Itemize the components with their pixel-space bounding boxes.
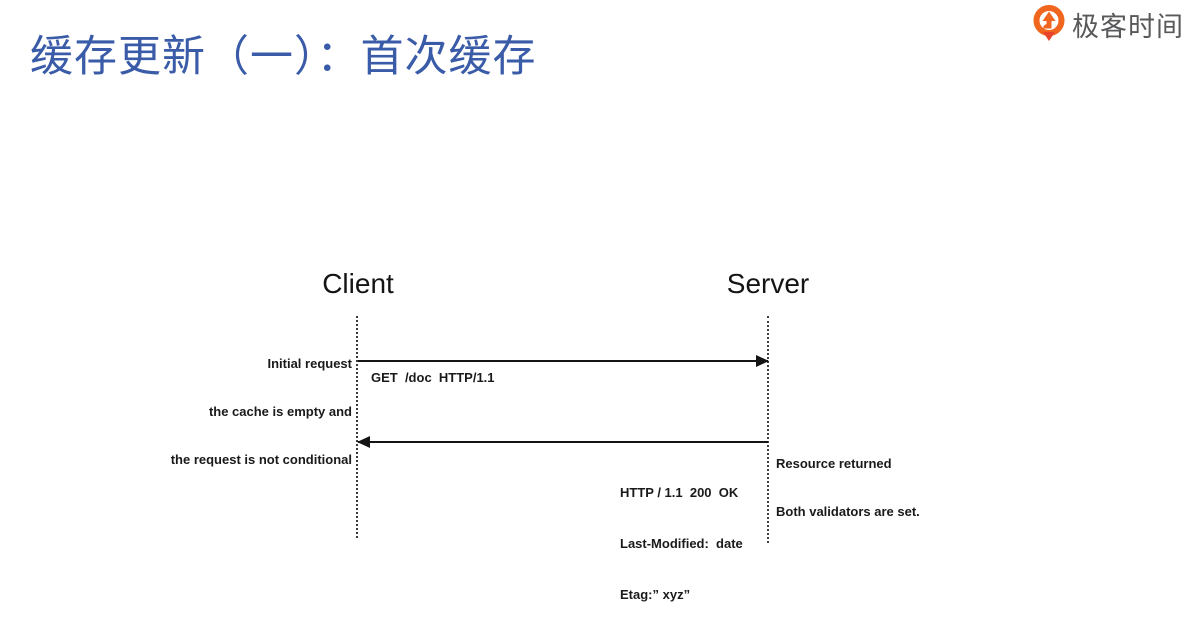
response-note-line: Both validators are set. (776, 504, 920, 519)
response-message-label: HTTP / 1.1 200 OK Last-Modified: date Et… (620, 450, 743, 629)
actor-server-label: Server (726, 268, 810, 299)
brand-name: 极客时间 (1072, 11, 1184, 42)
actor-client-label: Client (322, 268, 394, 299)
response-note: Resource returned Both validators are se… (776, 424, 920, 552)
request-note: Initial request the cache is empty and t… (160, 324, 352, 500)
client-lifeline (356, 316, 358, 538)
response-note-line: Resource returned (776, 456, 892, 471)
arrowhead-left-icon (357, 436, 370, 448)
request-note-line: the cache is empty and (208, 404, 352, 419)
request-note-line: the request is not conditional (170, 452, 352, 467)
response-message-line: HTTP / 1.1 200 OK (620, 485, 739, 500)
brand-logo: 极客时间 (1031, 4, 1184, 44)
request-note-line: Initial request (267, 356, 352, 371)
request-message-label: GET /doc HTTP/1.1 (371, 370, 495, 385)
request-arrow (358, 355, 769, 367)
arrowhead-right-icon (756, 355, 769, 367)
geektime-logo-icon (1033, 5, 1065, 41)
slide-title: 缓存更新（一）：首次缓存 (30, 33, 537, 81)
response-arrow (357, 436, 768, 448)
response-message-line: Etag:” xyz” (620, 587, 691, 602)
server-lifeline (767, 316, 769, 543)
response-message-line: Last-Modified: date (620, 536, 743, 551)
